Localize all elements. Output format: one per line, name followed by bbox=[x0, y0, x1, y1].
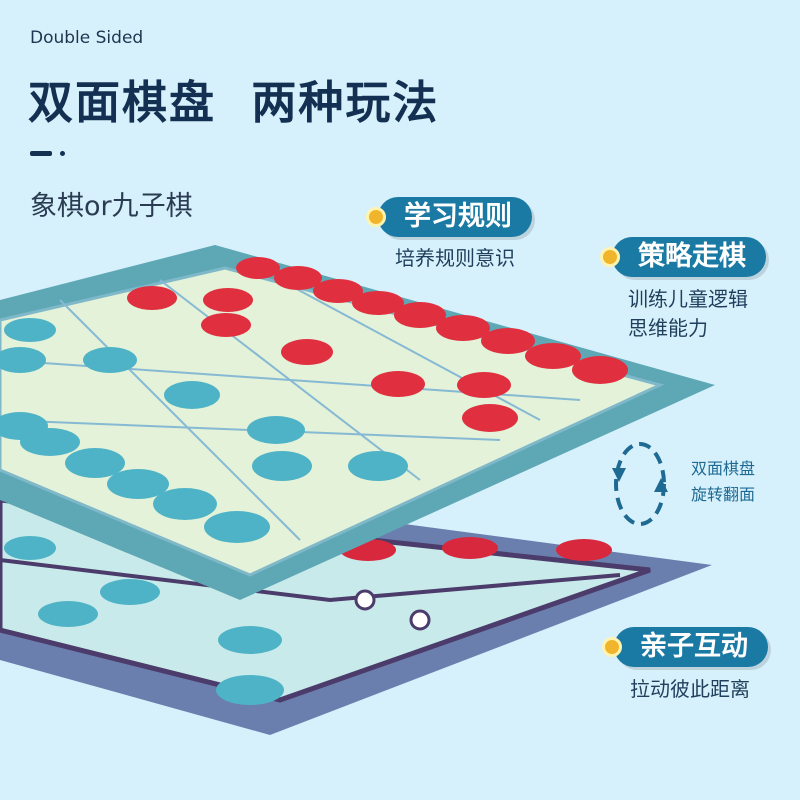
feature-desc: 训练儿童逻辑 思维能力 bbox=[628, 285, 748, 343]
title-underline-dot bbox=[60, 151, 65, 156]
page-title: 双面棋盘 两种玩法 bbox=[28, 76, 440, 129]
feature-label: 亲子互动 bbox=[640, 631, 748, 662]
flip-note-line: 双面棋盘 bbox=[691, 459, 756, 478]
flip-note: 双面棋盘 旋转翻面 bbox=[691, 456, 755, 508]
title-underline-dash bbox=[30, 151, 52, 156]
feature-tag-parent-child: 亲子互动 bbox=[602, 627, 768, 667]
feature-label: 策略走棋 bbox=[638, 241, 746, 272]
bullet-dot-icon bbox=[366, 207, 386, 227]
top-board bbox=[0, 245, 715, 600]
feature-desc-line: 训练儿童逻辑 bbox=[628, 287, 748, 311]
bullet-dot-icon bbox=[600, 247, 620, 267]
feature-desc-line: 思维能力 bbox=[628, 316, 708, 340]
bottom-pieces bbox=[4, 536, 612, 705]
red-pieces bbox=[127, 257, 628, 432]
game-modes-text: 象棋or九子棋 bbox=[30, 191, 193, 222]
rotate-flip-icon bbox=[614, 442, 666, 526]
blue-pieces bbox=[0, 318, 408, 543]
flip-note-line: 旋转翻面 bbox=[691, 485, 756, 504]
feature-tag-learn-rules: 学习规则 bbox=[366, 197, 532, 237]
bullet-dot-icon bbox=[602, 637, 622, 657]
subtitle-english: Double Sided bbox=[30, 28, 144, 48]
feature-label: 学习规则 bbox=[404, 201, 512, 232]
feature-tag-strategy: 策略走棋 bbox=[600, 237, 766, 277]
feature-desc: 拉动彼此距离 bbox=[630, 677, 750, 701]
feature-desc: 培养规则意识 bbox=[395, 246, 515, 270]
